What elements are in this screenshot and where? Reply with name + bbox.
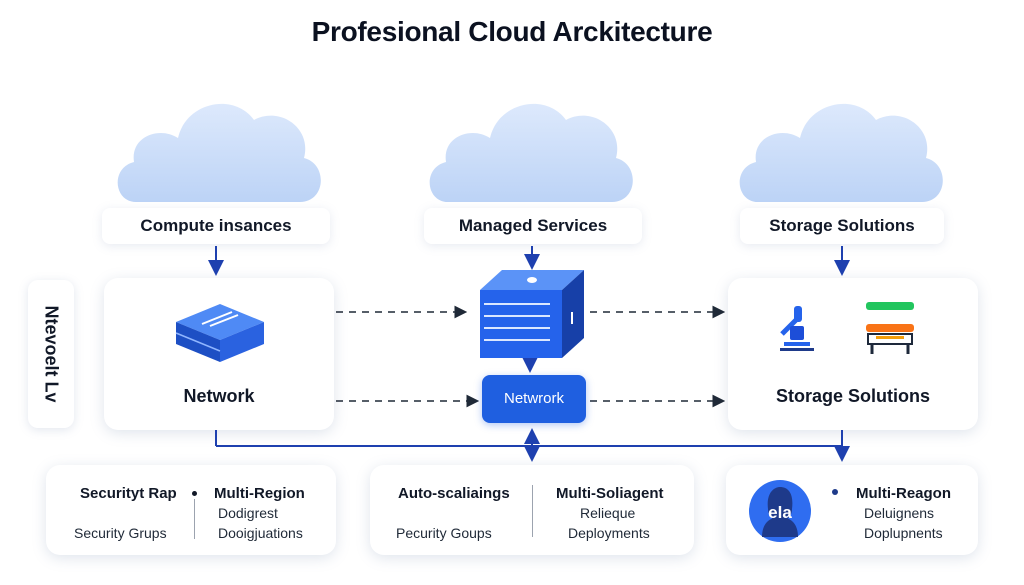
security-groups-text: Security Grups [74, 525, 167, 541]
network-card[interactable]: Network [104, 278, 334, 430]
multi-soliagent-line-2: Deployments [568, 525, 650, 541]
divider [194, 499, 195, 539]
cloud-icon [117, 103, 321, 202]
autoscaling-heading: Auto-scaliaings [398, 485, 510, 502]
divider [532, 485, 533, 537]
security-heading: Securityt Rap [80, 485, 177, 502]
network-block-icon [175, 304, 264, 362]
multi-soliagent-heading: Multi-Soliagent [556, 485, 664, 502]
avatar-text: ela [768, 503, 792, 522]
compute-instances-label: Compute insances [102, 208, 330, 244]
multi-region-line-2: Dooigjuations [218, 525, 303, 541]
page-title: Profesional Cloud Arckitecture [311, 16, 713, 47]
cloud-icon [739, 103, 943, 202]
storage-solutions-label: Storage Solutions [740, 208, 944, 244]
server-rack-icon [866, 302, 914, 354]
autoscaling-panel[interactable]: Auto-scaliaings Multi-Soliagent Pecurity… [370, 465, 694, 555]
cloud-icon [429, 103, 633, 202]
server-icon [480, 270, 584, 358]
bullet-dot [832, 489, 838, 495]
multi-region-heading: Multi-Region [214, 485, 305, 502]
security-panel[interactable]: Securityt Rap Multi-Region Security Grup… [46, 465, 336, 555]
multi-reagon-panel[interactable]: ela Multi-Reagon Deluignens Doplupnents [726, 465, 978, 555]
multi-reagon-line-1: Deluignens [864, 505, 935, 521]
managed-services-label: Managed Services [424, 208, 642, 244]
multi-reagon-heading: Multi-Reagon [856, 485, 951, 502]
bullet-dot [192, 491, 197, 496]
user-avatar-icon [749, 480, 811, 542]
network-button[interactable]: Netwrork [482, 375, 586, 423]
multi-reagon-line-2: Doplupnents [864, 525, 943, 541]
storage-card-label: Storage Solutions [775, 386, 930, 406]
microscope-icon [780, 306, 814, 351]
multi-soliagent-line-1: Relieque [580, 505, 636, 521]
storage-card[interactable]: Storage Solutions [728, 278, 978, 430]
multi-region-line-1: Dodigrest [218, 505, 278, 521]
pecurity-goups-text: Pecurity Goups [396, 525, 492, 541]
side-label-tab[interactable]: Ntevoelt Lv [28, 280, 74, 428]
network-card-label: Network [183, 386, 255, 406]
